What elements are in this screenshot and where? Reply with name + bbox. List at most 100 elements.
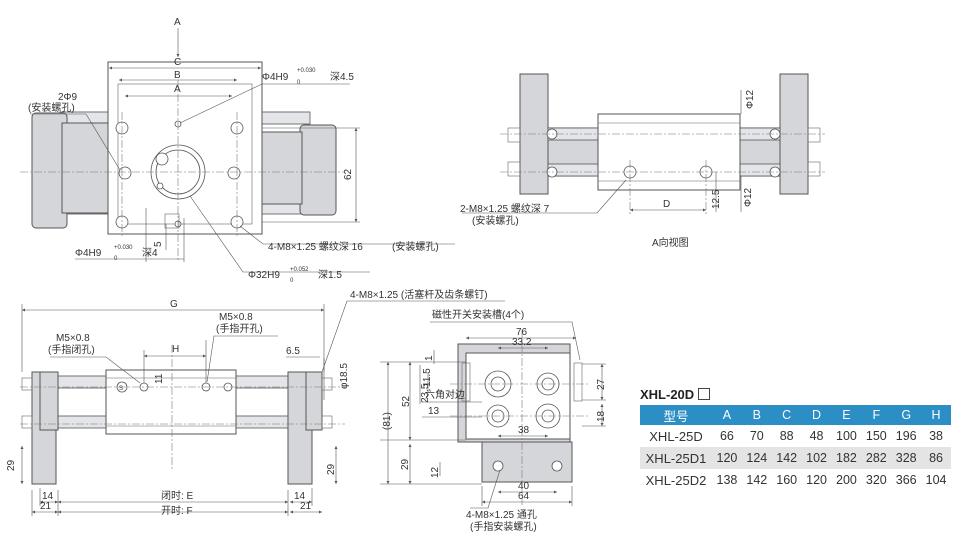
header-a: A <box>712 405 742 425</box>
label-11: 11 <box>154 373 165 384</box>
tol-lower-c: 0 <box>290 278 294 284</box>
label-12-side: 12 <box>430 466 441 478</box>
label-5: 5 <box>153 241 164 247</box>
label-21-left: 21 <box>40 501 52 512</box>
end-view: 磁性开关安装槽(4个) 76 33.2 (81) 52 23.5 11.5 1 … <box>380 308 607 533</box>
cell-value: 88 <box>779 429 794 443</box>
label-29-left: 29 <box>6 459 17 471</box>
header-c: C <box>771 405 802 425</box>
label-close-e: 闭时: E <box>161 489 194 502</box>
cell-value: 182 <box>831 447 862 469</box>
label-m5-close: M5×0.8 <box>56 333 90 344</box>
cell-value: 70 <box>749 429 764 443</box>
cell-value: 366 <box>895 473 917 487</box>
label-14-left: 14 <box>42 491 54 502</box>
tol-upper-c: +0.052 <box>290 267 309 273</box>
header-f: F <box>861 405 892 425</box>
label-m8-through: 4-M8×1.25 通孔 <box>466 509 537 521</box>
cell-value: 138 <box>716 473 738 487</box>
label-m5-open: M5×0.8 <box>219 312 253 323</box>
cell-value: 320 <box>865 473 887 487</box>
label-hex: 六角对边 <box>425 388 465 401</box>
tol-upper: +0.030 <box>297 68 316 74</box>
label-14-right: 14 <box>294 491 306 502</box>
cell-value: 48 <box>809 429 824 443</box>
label-2phi9-note: (安装螺孔) <box>28 101 75 114</box>
label-phi32: Φ32H9 <box>248 270 280 281</box>
spec-header-row: 型号 A B C D E F G H <box>640 405 951 425</box>
side-view: S G 4-M8×1.25 (活塞杆及齿条螺钉) M5×0.8 (手指闭孔) M… <box>6 288 505 517</box>
label-12-5: 12.5 <box>711 189 722 209</box>
label-m8-7: 2-M8×1.25 螺纹深 7 <box>460 202 550 215</box>
label-c: C <box>174 57 181 68</box>
label-m8-16: 4-M8×1.25 螺纹深 16 <box>268 240 363 253</box>
view-a: D Φ12 Φ12 12.5 2-M8×1.25 螺纹深 7 (安装螺孔) A向… <box>460 73 825 249</box>
label-62: 62 <box>343 168 354 180</box>
cell-model: XHL-25D <box>649 428 703 444</box>
spec-table-panel: XHL-20D 型号 A B C D E F G H XHL-25D 66 70… <box>640 385 951 491</box>
cell-value: 120 <box>806 473 827 487</box>
label-m5-open-note: (手指开孔) <box>216 322 263 335</box>
label-21-right: 21 <box>300 501 312 512</box>
cell-value: 282 <box>861 447 892 469</box>
label-a-top: A <box>174 17 181 28</box>
cell-value: 120 <box>712 447 742 469</box>
checkbox-square-icon <box>698 388 711 400</box>
table-row: XHL-25D1 120 124 142 102 182 282 328 86 <box>640 447 951 469</box>
label-23-5: 23.5 <box>420 383 431 403</box>
label-depth-1-5: 深1.5 <box>318 269 342 281</box>
cell-value: 142 <box>746 473 768 487</box>
s-mark: S <box>119 386 123 392</box>
label-29-side: 29 <box>400 458 411 470</box>
cell-value: 160 <box>776 473 798 487</box>
label-m8-16-note: (安装螺孔) <box>392 240 439 253</box>
label-29-right: 29 <box>326 463 337 475</box>
cell-value: 200 <box>836 473 857 487</box>
label-1: 1 <box>424 355 435 361</box>
table-row: XHL-25D2 138 142 160 120 200 320 366 104 <box>640 469 951 491</box>
label-64: 64 <box>518 491 530 502</box>
header-model: 型号 <box>640 405 712 425</box>
cell-value: 328 <box>891 447 922 469</box>
label-6-5: 6.5 <box>286 346 300 357</box>
label-a-mid: A <box>174 84 181 95</box>
cell-model: XHL-25D1 <box>640 447 712 469</box>
label-m8-7-note: (安装螺孔) <box>472 214 519 227</box>
label-33-2: 33.2 <box>512 337 532 348</box>
label-d: D <box>663 199 670 210</box>
cell-value: 102 <box>801 447 832 469</box>
cell-value: 124 <box>741 447 772 469</box>
label-11-5: 11.5 <box>422 368 433 387</box>
spec-table: 型号 A B C D E F G H XHL-25D 66 70 88 48 1… <box>640 405 951 491</box>
cell-value: 142 <box>771 447 802 469</box>
cell-value: 196 <box>895 429 917 443</box>
top-view: A C B A 2Φ9 (安装螺孔) Φ4H9 +0.030 0 深4.5 62… <box>20 17 455 284</box>
tol-upper-b: +0.030 <box>114 245 133 251</box>
label-m8-piston: 4-M8×1.25 (活塞杆及齿条螺钉) <box>350 288 488 301</box>
header-b: B <box>741 405 772 425</box>
label-phi4h9-top: Φ4H9 <box>262 72 289 83</box>
cell-value: 104 <box>925 473 947 487</box>
label-76: 76 <box>516 327 528 338</box>
label-open-f: 开时: F <box>161 505 193 517</box>
cell-value: 150 <box>865 429 887 443</box>
label-phi12-top: Φ12 <box>745 89 756 109</box>
label-magnet-slot: 磁性开关安装槽(4个) <box>432 308 524 321</box>
header-e: E <box>831 405 862 425</box>
label-52: 52 <box>401 395 412 407</box>
label-phi18-5: φ18.5 <box>339 363 350 389</box>
header-g: G <box>891 405 922 425</box>
label-13: 13 <box>428 406 440 417</box>
label-g: G <box>170 299 178 310</box>
cell-value: 100 <box>836 429 857 443</box>
label-27: 27 <box>596 378 607 390</box>
spec-title: XHL-20D <box>640 385 951 405</box>
cell-value: 66 <box>719 429 734 443</box>
label-40: 40 <box>518 481 530 492</box>
label-38: 38 <box>518 425 530 436</box>
label-h: H <box>172 344 179 355</box>
table-row: XHL-25D 66 70 88 48 100 150 196 38 <box>640 425 951 447</box>
label-81: (81) <box>382 412 393 430</box>
spec-title-text: XHL-20D <box>640 387 695 402</box>
